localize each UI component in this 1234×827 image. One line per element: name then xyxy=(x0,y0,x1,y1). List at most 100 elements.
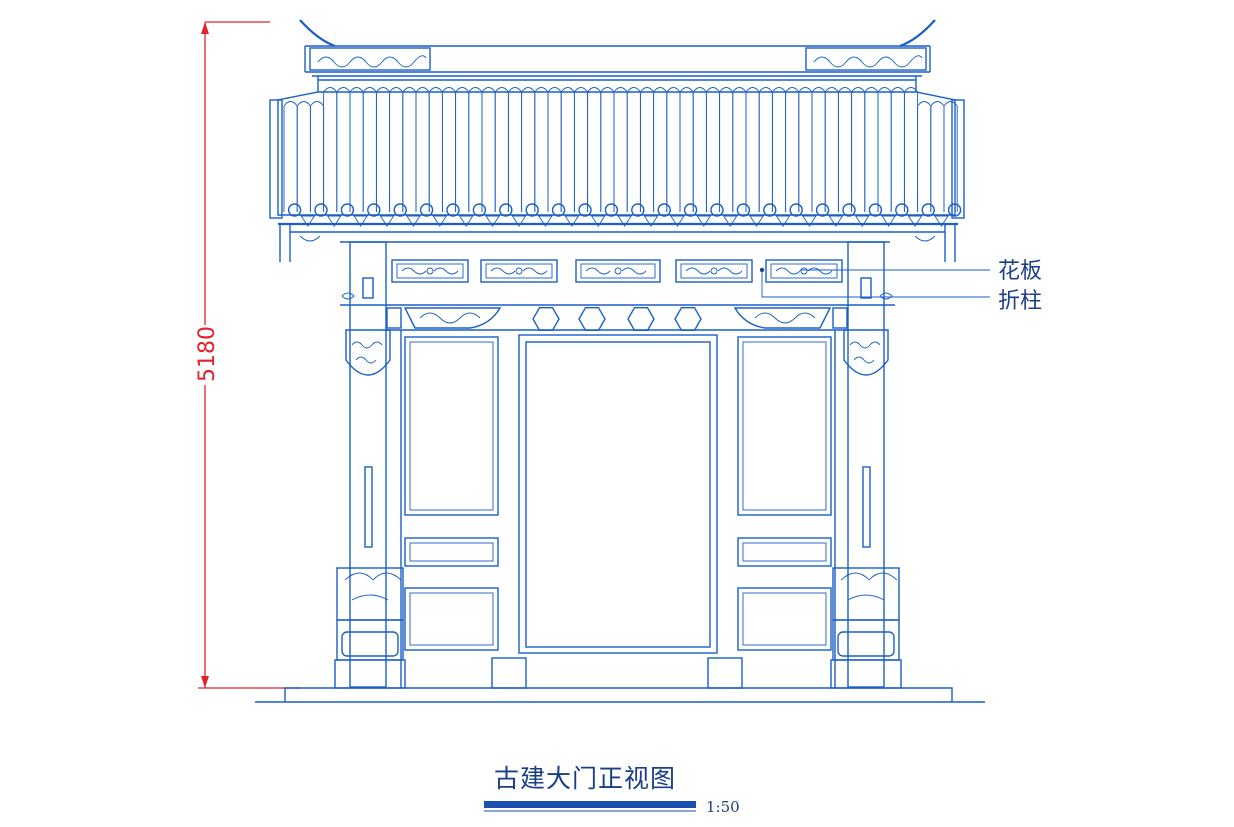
drip-tile xyxy=(458,215,474,227)
flower-panel xyxy=(480,259,558,283)
flower-panel-scroll xyxy=(490,267,548,275)
flower-panel-center xyxy=(800,267,808,275)
tile-end-cap xyxy=(604,203,619,217)
drip-tile xyxy=(933,215,949,227)
roof-tile xyxy=(917,101,932,212)
roof-tile xyxy=(666,87,681,212)
roof-tile xyxy=(494,87,509,212)
roof-tile xyxy=(428,87,443,212)
roof-tile xyxy=(455,87,470,212)
left-wall-panels xyxy=(400,330,499,688)
drip-tile xyxy=(432,215,448,227)
height-dimension-text: 5180 xyxy=(195,326,220,382)
hexagon-ornament xyxy=(674,307,702,331)
roof-tile xyxy=(349,87,364,212)
tile-end-cap xyxy=(446,203,460,217)
flower-panel-inner xyxy=(580,263,656,279)
callout-folded-column: 折柱 xyxy=(759,267,1042,314)
tile-end-cap xyxy=(657,203,671,217)
corner-brackets xyxy=(386,307,848,329)
flower-panel-inner xyxy=(396,263,464,279)
roof-tile xyxy=(798,87,813,212)
drip-tile xyxy=(405,215,421,227)
flower-panel-center xyxy=(515,267,523,275)
flower-panel xyxy=(765,259,843,283)
roof-tile xyxy=(692,87,707,212)
flower-panel-inner xyxy=(680,263,748,279)
roof-tile xyxy=(441,87,457,212)
roof-tile xyxy=(903,87,919,212)
roof-tile xyxy=(732,87,747,212)
tile-end-cap xyxy=(736,203,751,217)
roof-tile xyxy=(745,87,760,212)
roof-ridge xyxy=(299,19,936,92)
right-wall-panels xyxy=(737,330,836,688)
flower-panel xyxy=(391,259,469,283)
left-column xyxy=(334,241,406,689)
drawing-scale: 1:50 xyxy=(706,798,740,816)
hexagon-ornament xyxy=(627,307,655,331)
roof-tile xyxy=(600,87,615,212)
tile-end-cap xyxy=(789,203,803,217)
drip-tile xyxy=(749,215,765,227)
drip-tile xyxy=(511,215,527,227)
drip-tile xyxy=(353,215,369,227)
drip-tile xyxy=(801,215,817,227)
roof-tile xyxy=(679,87,694,212)
tile-end-cap xyxy=(842,203,856,217)
roof-tile xyxy=(481,87,496,212)
roof-tile xyxy=(547,87,562,212)
roof-tile xyxy=(587,87,602,212)
drip-tile xyxy=(828,215,844,227)
tile-end-cap xyxy=(367,203,381,217)
tile-end-cap xyxy=(472,203,487,217)
flower-panel-center xyxy=(614,267,622,275)
roof-tile xyxy=(890,87,905,212)
drip-tile xyxy=(696,215,712,227)
hexagon-ornament xyxy=(532,307,560,331)
roof-tile xyxy=(771,87,787,212)
callout-flower-panel-label: 花板 xyxy=(998,259,1042,284)
roof-tile xyxy=(851,87,866,212)
roof-tile xyxy=(626,87,641,212)
tile-end-cap xyxy=(815,203,830,217)
callout-folded-column-label: 折柱 xyxy=(998,289,1042,314)
roof-tile xyxy=(653,87,668,212)
right-column xyxy=(830,241,902,689)
tile-end-cap xyxy=(947,203,962,217)
tile-end-cap xyxy=(868,203,883,217)
roof-outline xyxy=(277,91,956,216)
flower-panel-scroll xyxy=(585,267,647,275)
roof-tile xyxy=(705,87,721,212)
roof-tile xyxy=(785,87,800,212)
tile-end-cap xyxy=(340,203,355,217)
flower-panel-inner xyxy=(770,263,838,279)
flower-panel-scroll xyxy=(685,267,743,275)
roof-tile xyxy=(573,87,589,212)
roof-tile xyxy=(943,101,958,212)
roof-tiles xyxy=(269,87,965,227)
height-dimension: 5180 xyxy=(190,21,300,689)
drip-tile xyxy=(537,215,553,227)
roof-tile xyxy=(877,87,892,212)
tile-end-cap xyxy=(499,203,513,217)
tile-end-cap xyxy=(551,203,566,217)
roof-tile xyxy=(560,87,575,212)
tile-end-cap xyxy=(525,203,539,217)
eave-beam xyxy=(278,222,958,331)
drip-tile xyxy=(326,215,342,227)
tile-end-cap xyxy=(631,203,645,217)
roof-left-edge xyxy=(269,99,283,219)
tile-end-cap xyxy=(921,203,935,217)
ground-line xyxy=(255,687,985,703)
roof-tile xyxy=(296,101,311,212)
drip-tile xyxy=(722,215,738,227)
roof-tile xyxy=(362,87,377,212)
flower-panel-center xyxy=(426,267,434,275)
hexagon-ornaments xyxy=(532,307,702,331)
roof-tile xyxy=(824,87,839,212)
drip-tile xyxy=(643,215,659,227)
drip-tile xyxy=(669,215,685,227)
roof-right-edge xyxy=(951,99,965,219)
